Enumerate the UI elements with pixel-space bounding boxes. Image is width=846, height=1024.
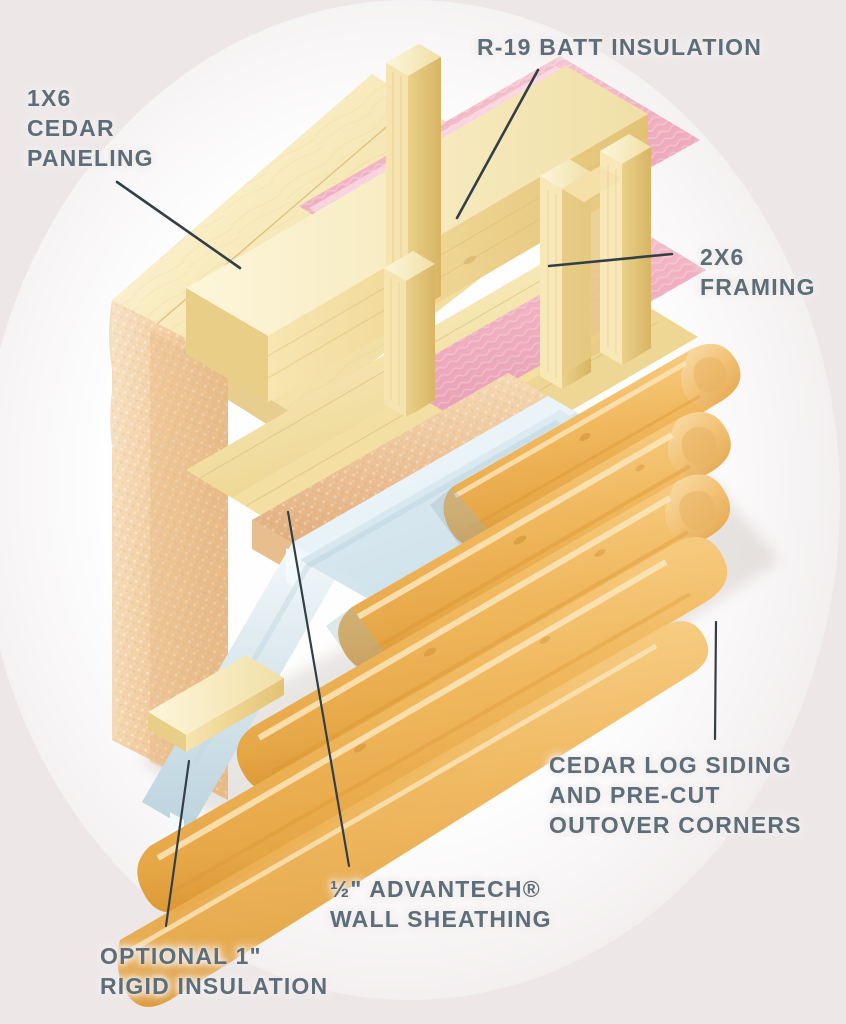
bottom-plate-board xyxy=(148,655,284,752)
callout-advantech-sheathing: ½" ADVANTECH® WALL SHEATHING xyxy=(330,876,552,932)
log-course xyxy=(443,343,741,547)
log-course xyxy=(338,411,731,670)
callout-cedar-paneling: 1X6 CEDAR PANELING xyxy=(27,85,154,171)
stud-2x6-c xyxy=(384,251,435,417)
stud-2x6-b xyxy=(540,134,651,389)
wood-knot xyxy=(594,549,606,557)
top-plate-end xyxy=(186,288,268,402)
callout-framing: 2X6 FRAMING xyxy=(700,244,816,300)
stud-front-face xyxy=(386,63,408,315)
leader-cedar-paneling xyxy=(115,180,242,270)
rigid-insulation-rough-edge xyxy=(108,300,120,740)
wood-knot xyxy=(513,535,527,545)
callout-log-siding: CEDAR LOG SIDING AND PRE-CUT OUTOVER COR… xyxy=(549,752,802,838)
log-siding-assembly xyxy=(117,343,741,1007)
rigid-insulation-assembly xyxy=(108,300,228,800)
wood-knot xyxy=(635,464,645,472)
wood-knot xyxy=(579,433,591,441)
stud-side-face xyxy=(408,57,441,315)
stud-top-face xyxy=(386,44,441,76)
wood-knot xyxy=(353,743,367,753)
stud-2x6-a xyxy=(386,44,441,315)
stud-top-face xyxy=(600,134,651,164)
callout-batt-insulation: R-19 BATT INSULATION xyxy=(477,34,763,60)
log-course xyxy=(236,474,731,791)
rigid-insulation-band xyxy=(252,373,548,572)
stud-top-face xyxy=(540,159,591,189)
log-course xyxy=(137,505,728,913)
rigid-insulation-corner-edge xyxy=(252,520,292,572)
log-course xyxy=(117,621,709,1007)
leader-lines xyxy=(115,68,718,928)
sheathing-top-highlight xyxy=(292,396,576,559)
leader-framing xyxy=(547,252,674,268)
wood-knot xyxy=(423,647,437,657)
wood-knot xyxy=(539,636,551,644)
leader-rigid-insulation xyxy=(164,759,191,928)
callout-rigid-insulation: OPTIONAL 1" RIGID INSULATION xyxy=(100,943,329,999)
wood-knot xyxy=(463,255,477,265)
leader-advantech xyxy=(286,510,351,868)
stud-top-face xyxy=(384,251,435,281)
leader-batt-insulation xyxy=(455,68,540,220)
leader-log-siding xyxy=(713,620,718,741)
stud-inner-web xyxy=(562,166,600,375)
